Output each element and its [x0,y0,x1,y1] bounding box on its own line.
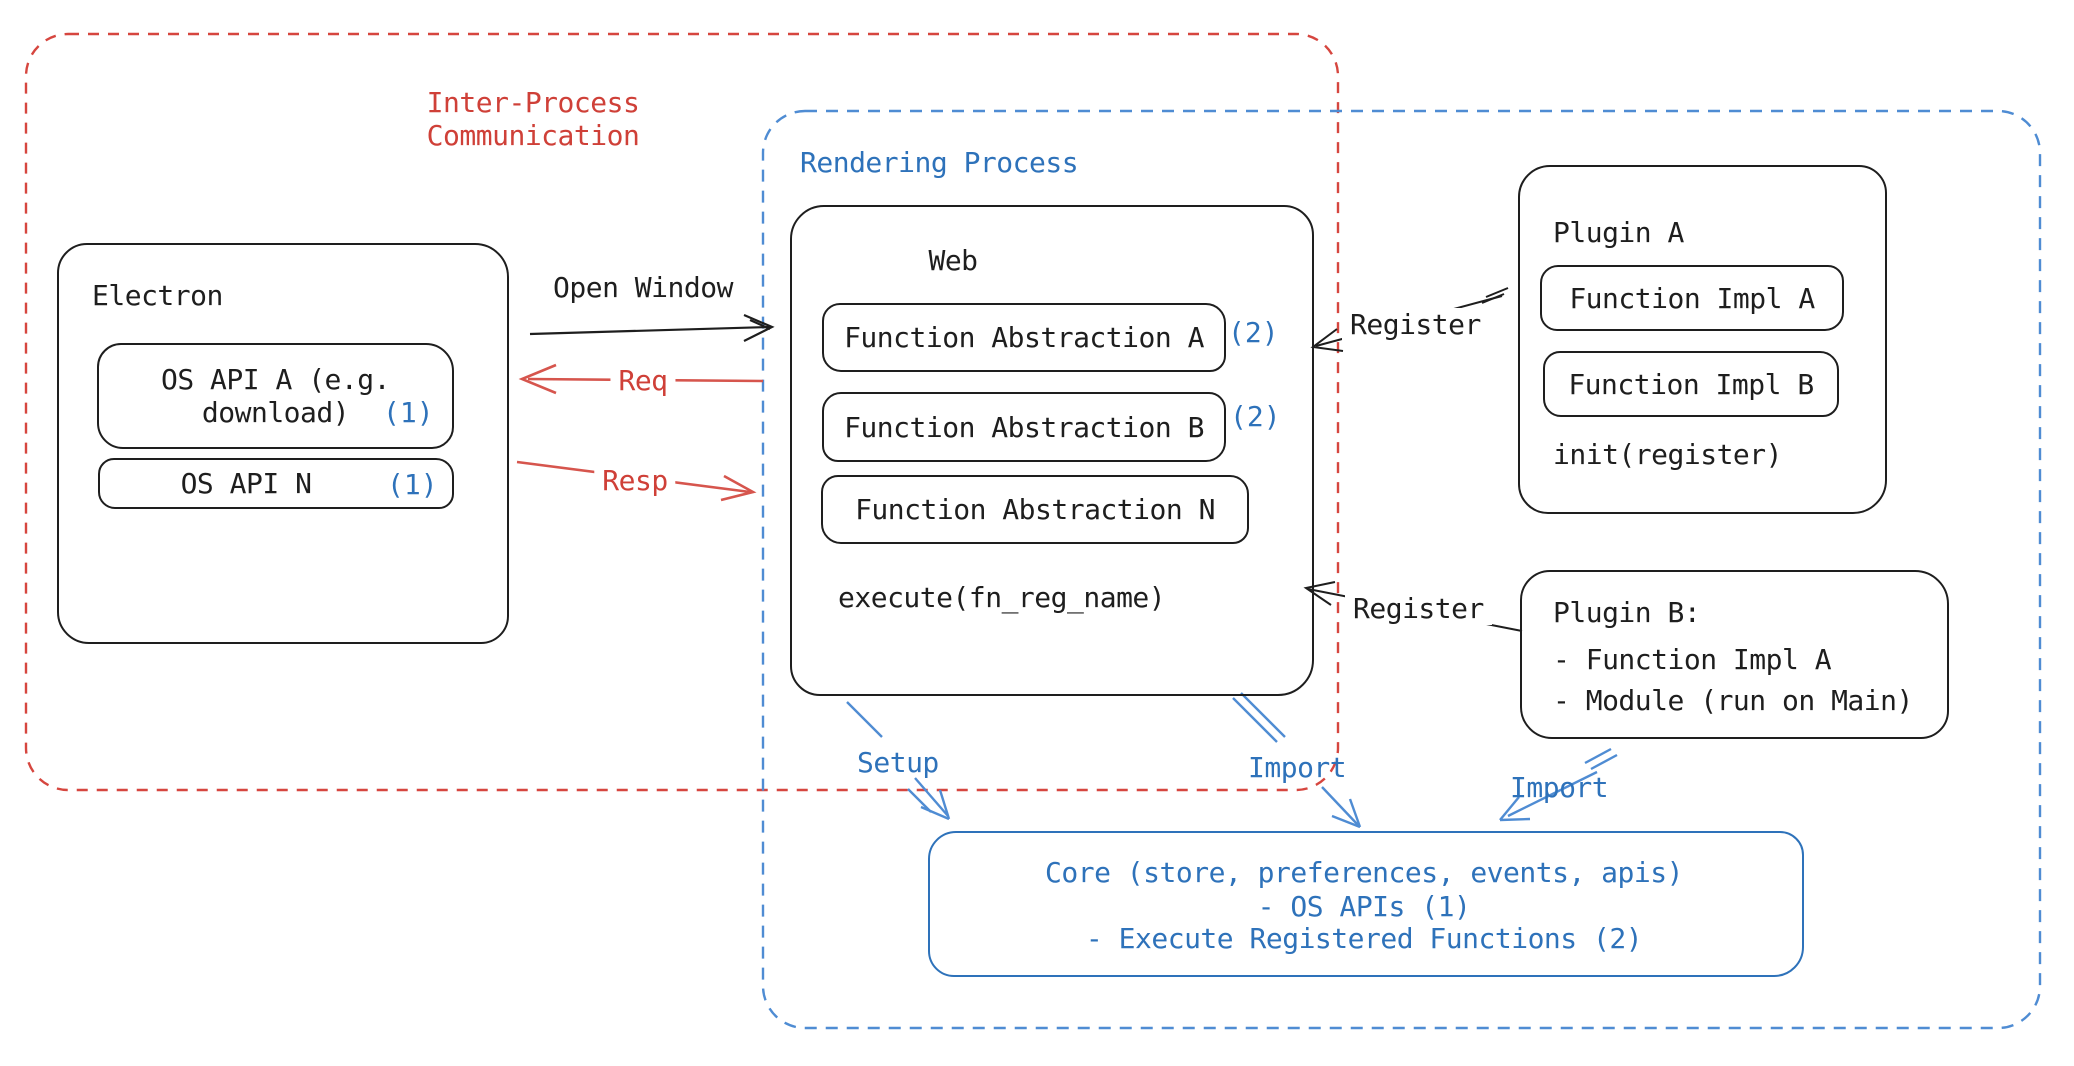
function-impl-b-box: Function Impl B [1543,351,1839,417]
plugin-b-box [1520,570,1949,739]
core-line1: Core (store, preferences, events, apis) [1045,856,1683,889]
plugin-a-title: Plugin A [1553,216,1684,249]
req-label: Req [610,364,676,397]
ipc-group-frame [24,32,1340,792]
web-box [790,205,1314,696]
os-api-a-line2: download) [201,396,350,429]
os-api-a-badge: (1) [383,396,434,429]
web-title: Web [928,244,978,277]
core-line3: - Execute Registered Functions (2) [1085,922,1643,955]
open-window-label: Open Window [553,271,733,304]
function-abstraction-n-box: Function Abstraction N [821,475,1249,544]
register-b-label: Register [1345,592,1492,625]
execute-label: execute(fn_reg_name) [838,581,1166,614]
os-api-n-box: OS API N [98,458,454,509]
register-a-label: Register [1342,308,1489,341]
function-abstraction-a-badge: (2) [1228,316,1279,349]
rendering-group-frame [761,109,2042,1030]
function-impl-a-box: Function Impl A [1540,265,1844,331]
os-api-n-badge: (1) [387,468,438,501]
import-web-arrow [1232,692,1362,829]
ipc-title-line2: Communication [426,119,640,152]
import-web-label: Import [1248,751,1347,784]
rendering-title: Rendering Process [800,146,1079,179]
ipc-title-line1: Inter-Process [426,86,640,119]
function-abstraction-a-label: Function Abstraction A [844,321,1204,354]
electron-box [57,243,509,644]
resp-label: Resp [594,464,676,497]
core-box [928,831,1804,977]
function-abstraction-b-label: Function Abstraction B [844,410,1204,444]
function-impl-a-label: Function Impl A [1569,281,1815,315]
os-api-a-box: OS API A (e.g. download) [97,343,454,449]
setup-arrow [846,701,951,821]
plugin-b-title: Plugin B: [1553,596,1701,629]
open-window-arrow [529,313,775,342]
function-abstraction-n-label: Function Abstraction N [855,493,1215,526]
electron-title: Electron [92,279,223,312]
plugin-a-box [1518,165,1887,514]
setup-label: Setup [857,746,939,779]
function-abstraction-b-box: Function Abstraction B [822,392,1226,462]
function-abstraction-b-badge: (2) [1230,400,1281,433]
import-plugin-arrow [1499,747,1618,822]
os-api-a-line1: OS API A (e.g. [160,363,391,396]
os-api-n-label: OS API N [180,467,312,500]
plugin-b-item-2: - Module (run on Main) [1553,684,1913,717]
import-plugin-label: Import [1510,771,1609,804]
function-abstraction-a-box: Function Abstraction A [822,303,1226,372]
core-line2: - OS APIs (1) [1257,890,1471,923]
function-impl-b-label: Function Impl B [1568,367,1814,401]
plugin-b-item-1: - Function Impl A [1553,643,1832,676]
plugin-a-init-label: init(register) [1553,438,1783,471]
